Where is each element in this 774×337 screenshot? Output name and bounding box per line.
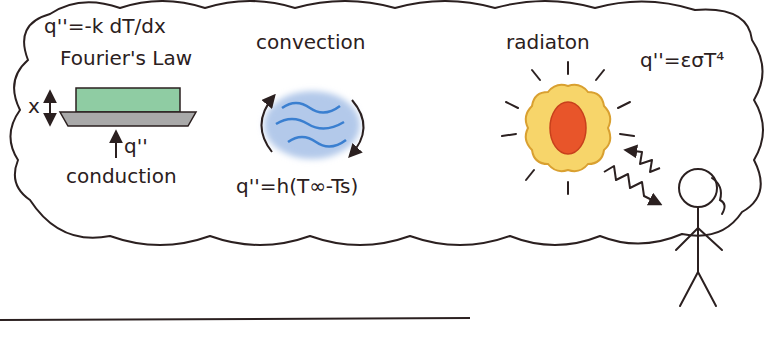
dimension-label: x <box>28 94 40 118</box>
law-name: Fourier's Law <box>60 46 192 70</box>
wave <box>288 137 346 147</box>
thickness-arrow <box>49 92 51 124</box>
radiation-formula: q''=εσT⁴ <box>640 48 724 72</box>
wave <box>282 103 340 113</box>
heat-arrow <box>115 132 117 158</box>
heat-flux-label: q'' <box>124 134 148 158</box>
mode-name: convection <box>256 30 365 54</box>
air-blob <box>264 91 360 159</box>
tray <box>60 112 196 126</box>
radiation-arrow <box>626 150 660 172</box>
convection-formula: q''=h(T∞-Ts) <box>236 174 358 198</box>
ground-line <box>0 318 470 320</box>
stick-figure <box>676 169 725 306</box>
mode-name: conduction <box>66 164 177 188</box>
wave <box>276 119 344 129</box>
fourier-formula: q''=-k dT/dx <box>44 14 166 38</box>
circulation-arrow <box>350 100 364 156</box>
plate <box>76 88 180 112</box>
thought-cloud <box>10 1 763 245</box>
mode-name: radiaton <box>506 30 590 54</box>
circulation-arrow <box>261 96 274 152</box>
